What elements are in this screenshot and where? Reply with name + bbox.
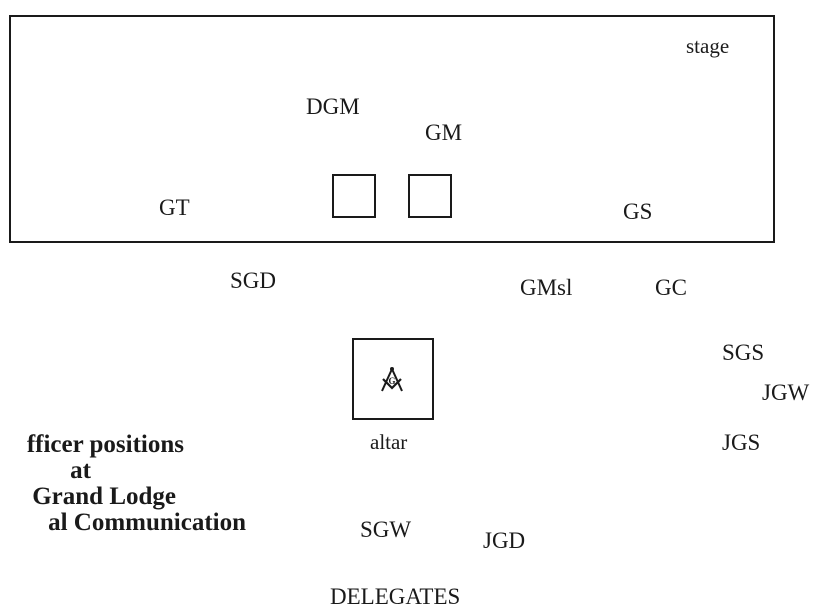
stage-label: stage [686,34,730,58]
square-and-compasses-icon: G [381,367,403,392]
position-gm: GM [425,120,463,145]
svg-text:G: G [388,376,395,386]
position-gs: GS [623,199,653,224]
position-sgw: SGW [360,517,412,542]
caption-line-2: at [70,457,91,484]
position-jgs: JGS [722,430,761,455]
position-gmsl: GMsl [520,275,573,300]
caption-line-3: Grand Lodge [32,483,176,510]
position-dgm: DGM [306,94,360,119]
altar [352,338,434,420]
position-gt: GT [159,195,190,220]
diagram-caption: fficer positions at Grand Lodge al Commu… [0,432,246,536]
position-gc: GC [655,275,687,300]
position-sgs: SGS [722,340,765,365]
altar-label: altar [370,430,408,454]
gm-chair [408,174,452,218]
stage-area [9,15,775,243]
delegates-label: DELEGATES [330,584,461,609]
dgm-chair [332,174,376,218]
position-jgw: JGW [762,380,810,405]
caption-line-1: fficer positions [26,431,184,458]
position-jgd: JGD [483,528,526,553]
caption-line-4: al Communication [48,509,246,536]
position-sgd: SGD [230,268,277,293]
